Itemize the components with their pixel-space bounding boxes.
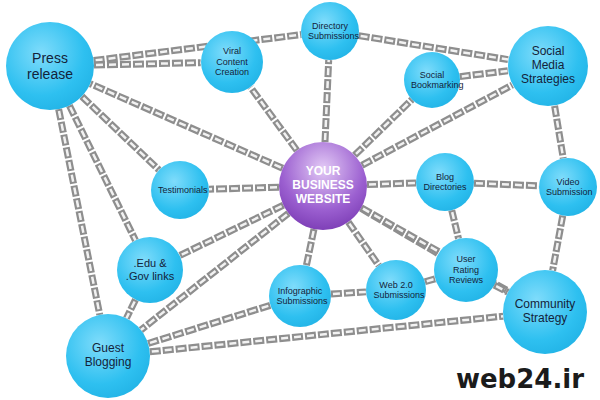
chain-link-holes — [331, 292, 366, 294]
chain-link-holes — [306, 229, 314, 266]
node-label: Community Strategy — [514, 298, 577, 326]
node-label: Testimonials — [158, 185, 202, 195]
chain-connector — [94, 63, 201, 65]
chain-connector — [348, 222, 378, 265]
chain-link-holes — [460, 71, 508, 77]
chain-link-holes — [59, 109, 100, 315]
strategy-circle: Infographic Submissions — [269, 265, 331, 327]
chain-links — [325, 60, 329, 142]
chain-links — [209, 187, 279, 189]
chain-links — [474, 183, 539, 186]
chain-links — [452, 210, 459, 239]
chain-links — [94, 35, 302, 61]
chain-links — [494, 285, 508, 292]
chain-link-holes — [474, 183, 539, 186]
chain-connector — [367, 183, 416, 185]
chain-link-holes — [325, 60, 329, 142]
chain-links — [331, 292, 366, 294]
chain-connector — [460, 71, 508, 77]
chain-connector — [553, 216, 563, 271]
website-hub-circle: YOUR BUSINESS WEBSITE — [279, 142, 367, 230]
strategy-circle: Social Media Strategies — [508, 26, 589, 107]
node-label: Blog Directories — [423, 172, 467, 193]
strategy-circle: Press release — [6, 22, 94, 110]
strategy-circle: Web 2.0 Submissions — [366, 260, 426, 320]
node-label: Video Submission — [546, 177, 590, 198]
node-label: Guest Blogging — [77, 342, 140, 370]
strategy-circle: User Rating Reviews — [434, 238, 498, 302]
chain-links — [348, 222, 378, 265]
chain-connector — [494, 285, 508, 292]
chain-link-holes — [367, 183, 416, 185]
node-label: Viral Content Creation — [209, 46, 254, 77]
chain-link-holes — [126, 300, 135, 319]
node-label: Social Bookmarking — [411, 70, 453, 91]
chain-links — [150, 316, 503, 352]
strategy-circle: Blog Directories — [416, 153, 474, 211]
chain-links — [555, 106, 564, 158]
chain-link-holes — [553, 216, 563, 271]
chain-links — [367, 183, 416, 185]
chain-link-holes — [94, 63, 201, 65]
strategy-circle: Guest Blogging — [66, 314, 150, 398]
strategy-circle: Viral Content Creation — [201, 31, 264, 94]
watermark: web24.ir — [448, 362, 592, 396]
chain-connector — [148, 305, 270, 343]
chain-connector — [425, 279, 435, 282]
node-label: User Rating Reviews — [442, 254, 489, 285]
node-label: YOUR BUSINESS WEBSITE — [290, 165, 356, 206]
chain-connector — [555, 106, 564, 158]
strategy-circle: .Edu & .Gov links — [117, 237, 183, 303]
chain-links — [148, 305, 270, 343]
node-label: .Edu & .Gov links — [125, 257, 175, 282]
chain-connector — [209, 187, 279, 189]
chain-connector — [474, 183, 539, 186]
chain-link-holes — [148, 305, 270, 343]
chain-connector — [126, 300, 135, 319]
chain-link-holes — [555, 106, 564, 158]
node-label: Press release — [17, 50, 83, 82]
node-label: Directory Submissions — [308, 21, 352, 42]
strategy-circle: Community Strategy — [503, 270, 587, 354]
chain-connector — [59, 109, 100, 315]
strategy-circle: Social Bookmarking — [404, 52, 460, 108]
chain-connector — [150, 316, 503, 352]
strategy-circle: Video Submission — [539, 158, 597, 216]
strategy-circle: Testimonials — [151, 161, 209, 219]
chain-links — [126, 300, 135, 319]
chain-links — [59, 109, 100, 315]
chain-link-holes — [348, 222, 378, 265]
chain-link-holes — [251, 87, 297, 150]
chain-link-holes — [94, 35, 302, 61]
strategy-circle: Directory Submissions — [301, 2, 359, 60]
chain-links — [251, 87, 297, 150]
chain-links — [425, 279, 435, 282]
chain-connector — [306, 229, 314, 266]
chain-link-holes — [425, 279, 435, 282]
chain-connector — [325, 60, 329, 142]
chain-link-holes — [494, 285, 508, 292]
chain-links — [460, 71, 508, 77]
chain-link-holes — [150, 316, 503, 352]
chain-connector — [331, 292, 366, 294]
chain-connector — [94, 35, 302, 61]
chain-links — [553, 216, 563, 271]
node-label: Web 2.0 Submissions — [374, 280, 419, 301]
chain-links — [306, 229, 314, 266]
chain-connector — [452, 210, 459, 239]
chain-link-holes — [452, 210, 459, 239]
node-label: Infographic Submissions — [277, 286, 324, 307]
chain-connector — [251, 87, 297, 150]
chain-links — [94, 63, 201, 65]
chain-link-holes — [209, 187, 279, 189]
node-label: Social Media Strategies — [518, 45, 578, 86]
